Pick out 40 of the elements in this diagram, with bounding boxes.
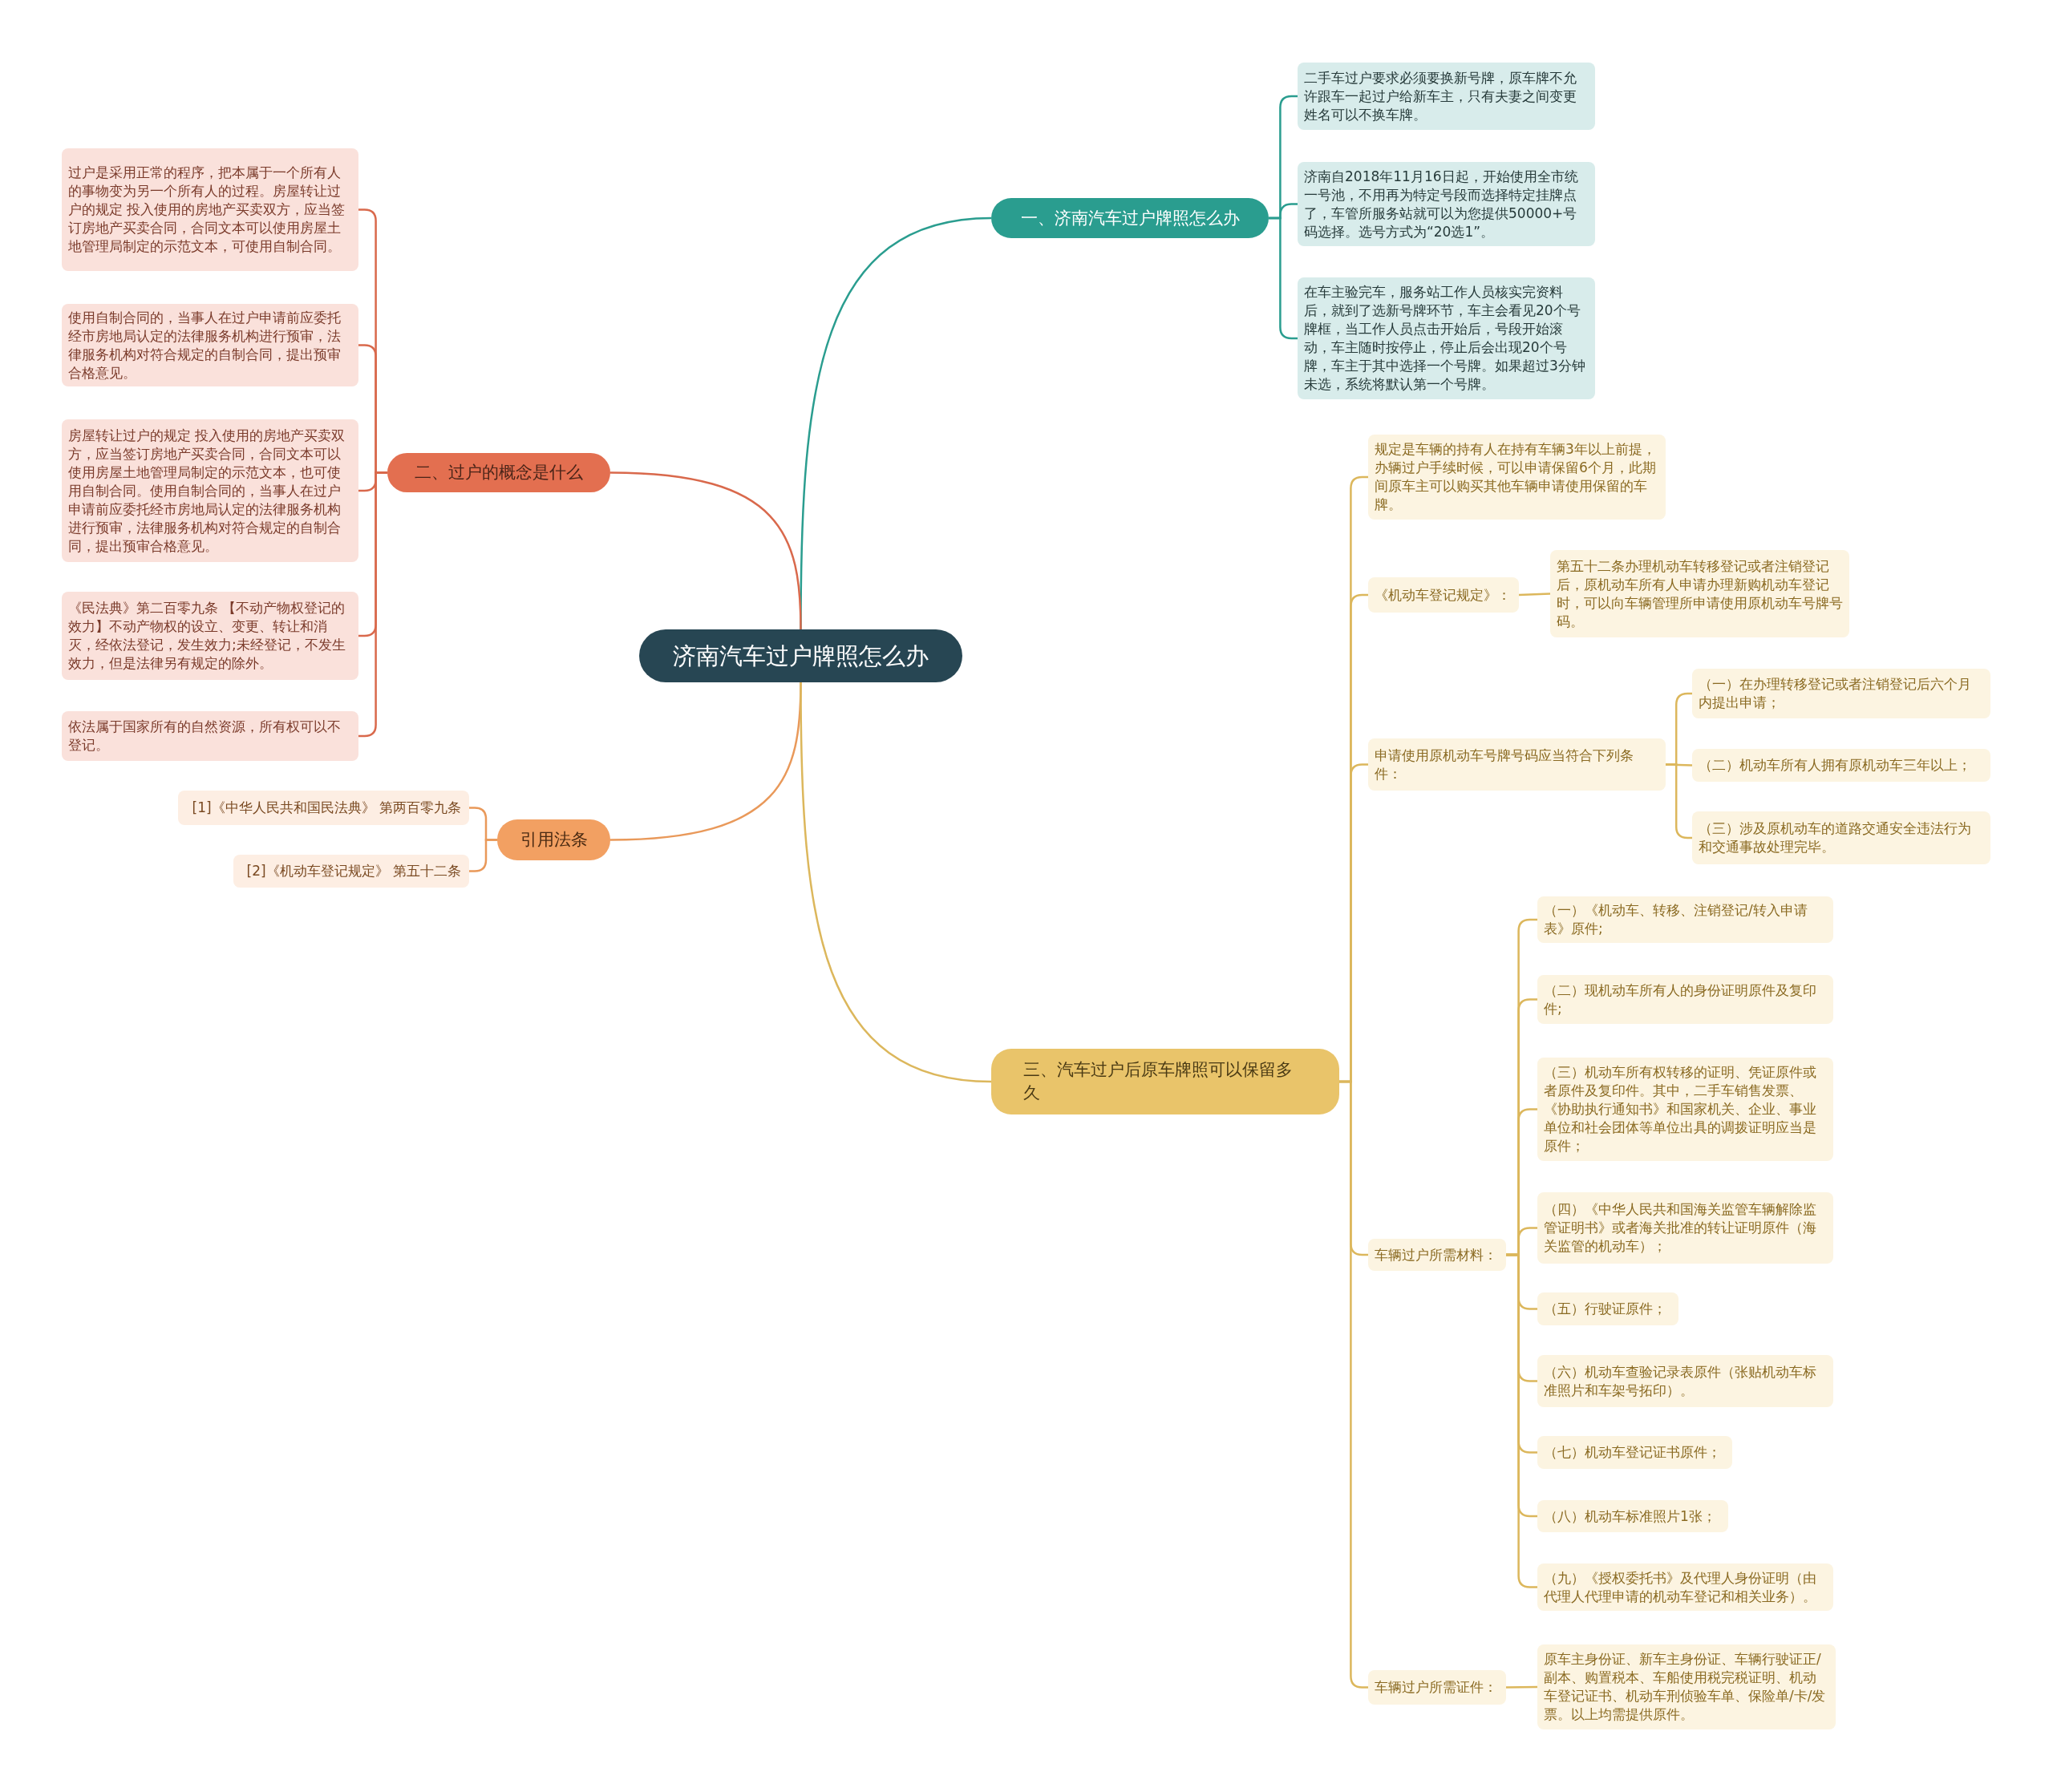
branch-topic: 一、济南汽车过户牌照怎么办 <box>991 198 1269 238</box>
topic-box: （二）现机动车所有人的身份证明原件及复印件; <box>1537 975 1833 1024</box>
topic-box: 申请使用原机动车号牌号码应当符合下列条件： <box>1368 738 1666 791</box>
topic-box: 第五十二条办理机动车转移登记或者注销登记后，原机动车所有人申请办理新购机动车登记时，可以向车辆管理所申请使用原机动车号牌号码。 <box>1550 550 1849 637</box>
topic-box: 规定是车辆的持有人在持有车辆3年以上前提，办辆过户手续时候，可以申请保留6个月，此期间原车主可以购买其他车辆申请使用保留的车牌。 <box>1368 435 1666 520</box>
topic-box: （三）涉及原机动车的道路交通安全违法行为和交通事故处理完毕。 <box>1692 811 1990 864</box>
topic-box: 二手车过户要求必须要换新号牌，原车牌不允许跟车一起过户给新车主，只有夫妻之间变更姓名可以不换车牌。 <box>1298 63 1595 130</box>
topic-box: 济南自2018年11月16日起，开始使用全市统一号池，不用再为特定号段而选择特定挂牌点了，车管所服务站就可以为您提供50000+号码选择。选号方式为“20选1”。 <box>1298 162 1595 246</box>
topic-box: （九）《授权委托书》及代理人身份证明（由代理人代理申请的机动车登记和相关业务）。 <box>1537 1563 1833 1611</box>
topic-box: （五）行驶证原件； <box>1537 1292 1678 1325</box>
topic-box: （六）机动车查验记录表原件（张贴机动车标准照片和车架号拓印）。 <box>1537 1355 1833 1407</box>
topic-box: （三）机动车所有权转移的证明、凭证原件或者原件及复印件。其中，二手车销售发票、《协助执行通知书》和国家机关、企业、事业单位和社会团体等单位出具的调拨证明应当是原件； <box>1537 1058 1833 1161</box>
topic-box: 《民法典》第二百零九条 【不动产物权登记的效力】不动产物权的设立、变更、转让和消灭，经依法登记，发生效力;未经登记，不发生效力，但是法律另有规定的除外。 <box>62 592 358 680</box>
connector-line <box>1518 593 1551 597</box>
branch-topic: 三、汽车过户后原车牌照可以保留多久 <box>991 1049 1339 1114</box>
central-topic: 济南汽车过户牌照怎么办 <box>639 629 962 682</box>
branch-topic: 二、过户的概念是什么 <box>387 453 610 492</box>
topic-box: （七）机动车登记证书原件； <box>1537 1436 1732 1469</box>
topic-box: 原车主身份证、新车主身份证、车辆行驶证正/副本、购置税本、车船使用税完税证明、机动车登记证书、机动车刑侦验车单、保险单/卡/发票。以上均需提供原件。 <box>1537 1644 1836 1729</box>
topic-box: 依法属于国家所有的自然资源，所有权可以不登记。 <box>62 711 358 761</box>
topic-box: （一）《机动车、转移、注销登记/转入申请表》原件; <box>1537 896 1833 943</box>
topic-box: 过户是采用正常的程序，把本属于一个所有人的事物变为另一个所有人的过程。房屋转让过户的规定 投入使用的房地产买卖双方，应当签订房地产买卖合同，合同文本可以使用房屋土地管理局制定的示范文本，可使用自制合同。 <box>62 148 358 271</box>
connector-line <box>1506 1253 1537 1588</box>
topic-box: 车辆过户所需证件： <box>1368 1670 1506 1705</box>
connector-line <box>469 839 497 872</box>
topic-box: 在车主验完车，服务站工作人员核实完资料后，就到了选新号牌环节，车主会看见20个号牌框，当工作人员点击开始后，号段开始滚动，车主随时按停止，停止后会出现20个号牌，车主于其中选择一个号牌。如果超过3分钟未选，系统将默认第一个号牌。 <box>1298 277 1595 399</box>
branch-topic: 引用法条 <box>497 819 610 860</box>
topic-box: 使用自制合同的，当事人在过户申请前应委托经市房地局认定的法律服务机构进行预审，法律服务机构对符合规定的自制合同，提出预审合格意见。 <box>62 304 358 386</box>
topic-box: 房屋转让过户的规定 投入使用的房地产买卖双方，应当签订房地产买卖合同，合同文本可以使用房屋土地管理局制定的示范文本，也可使用自制合同。使用自制合同的，当事人在过户申请前应委托经市房地局认定的法律服务机构进行预审，法律服务机构对符合规定的自制合同，提出预审合格意见。 <box>62 419 358 562</box>
connector-line <box>1506 1685 1537 1689</box>
topic-box: （八）机动车标准照片1张； <box>1537 1500 1728 1532</box>
topic-box: （一）在办理转移登记或者注销登记后六个月内提出申请； <box>1692 669 1990 718</box>
topic-box: [2]《机动车登记规定》 第五十二条 <box>233 855 469 888</box>
connector-line <box>609 471 802 630</box>
topic-box: 车辆过户所需材料： <box>1368 1239 1506 1271</box>
connector-line <box>800 682 992 1083</box>
topic-box: （二）机动车所有人拥有原机动车三年以上； <box>1692 749 1990 782</box>
topic-box: [1]《中华人民共和国民法典》 第两百零九条 <box>178 791 469 825</box>
topic-box: （四）《中华人民共和国海关监管车辆解除监管证明书》或者海关批准的转让证明原件（海关监管的机动车）； <box>1537 1192 1833 1264</box>
topic-box: 《机动车登记规定》： <box>1368 577 1519 613</box>
